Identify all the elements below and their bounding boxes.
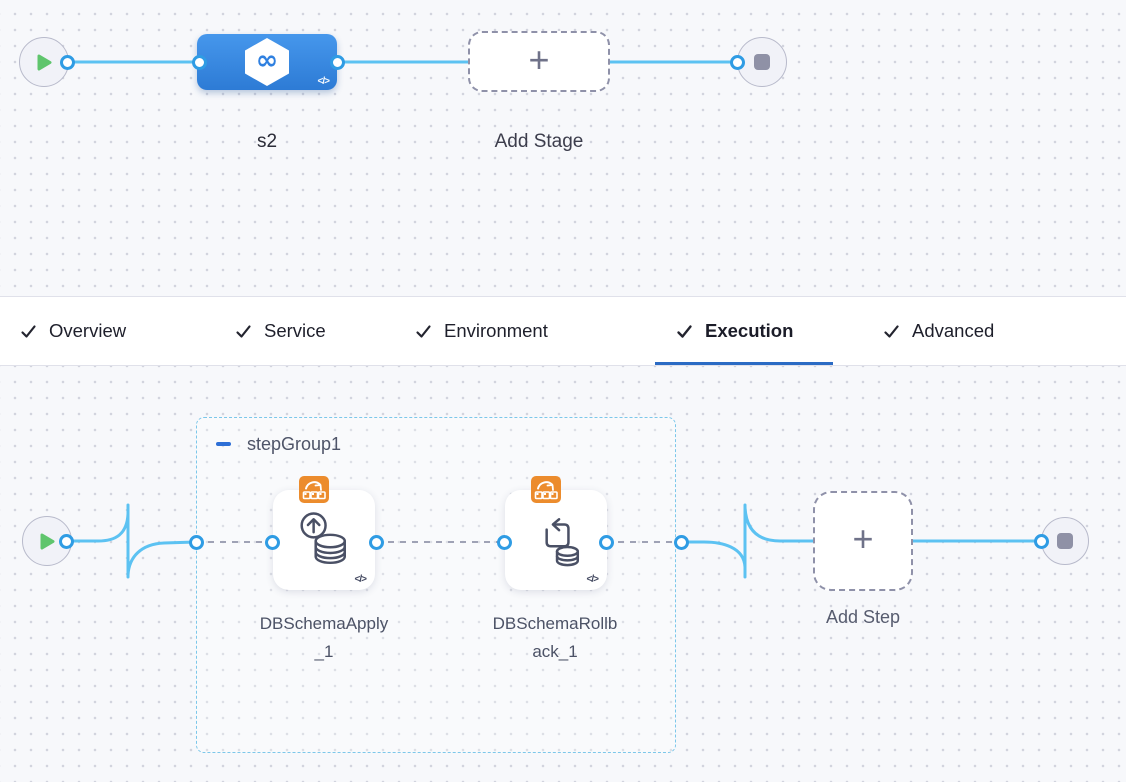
connector-port[interactable] [1033, 533, 1049, 549]
code-view-icon[interactable]: </> [586, 574, 600, 585]
play-icon [40, 533, 54, 549]
tab-execution[interactable]: Execution [676, 297, 793, 365]
connector-port[interactable] [329, 54, 345, 70]
tab-service[interactable]: Service [235, 297, 326, 365]
minus-icon [215, 442, 231, 446]
play-icon [37, 54, 51, 70]
tab-advanced[interactable]: Advanced [883, 297, 994, 365]
connector-port[interactable] [264, 534, 280, 550]
pipeline-end-node [737, 37, 787, 87]
check-icon [236, 324, 251, 338]
check-icon [884, 324, 899, 338]
db-schema-apply-icon [300, 512, 346, 565]
stop-icon [754, 54, 770, 70]
stage-node-s2[interactable]: ∞ </> [197, 34, 337, 90]
aws-badge-icon [531, 476, 561, 503]
active-tab-underline [655, 362, 833, 365]
config-tab-bar: Overview Service Environment Execution A… [0, 296, 1126, 366]
add-stage-label: Add Stage [494, 131, 584, 152]
connector-port[interactable] [673, 534, 689, 550]
tab-label: Overview [49, 320, 127, 341]
connector-port[interactable] [58, 533, 74, 549]
step-group-container[interactable] [196, 417, 676, 753]
step-node-dbschemarollback[interactable]: </> [505, 476, 607, 590]
connector-port[interactable] [368, 534, 384, 550]
tab-overview[interactable]: Overview [20, 297, 126, 365]
code-view-icon[interactable]: </> [354, 574, 368, 585]
execution-end-node [1041, 517, 1089, 565]
check-icon [21, 324, 36, 338]
connector-port[interactable] [496, 534, 512, 550]
connector-port[interactable] [59, 54, 75, 70]
step-group-name-label: stepGroup1 [247, 434, 342, 454]
plus-icon: + [852, 518, 874, 559]
check-icon [416, 324, 431, 338]
add-stage-button[interactable]: + [468, 31, 610, 92]
code-view-icon[interactable]: </> [317, 76, 331, 87]
db-schema-rollback-icon [545, 518, 580, 567]
connector-port[interactable] [188, 534, 204, 550]
tab-label: Execution [705, 320, 794, 341]
step-name-label: DBSchemaApply_1 [259, 614, 389, 661]
tab-environment[interactable]: Environment [415, 297, 548, 365]
harness-hexagon-icon: ∞ [245, 38, 289, 86]
step-node-dbschemaapply[interactable]: </> [273, 476, 375, 590]
infinity-icon: ∞ [255, 45, 279, 76]
tab-label: Service [264, 320, 326, 341]
step-name-label: DBSchemaRollback_1 [492, 614, 618, 661]
tab-label: Environment [444, 320, 548, 341]
plus-icon: + [528, 38, 550, 80]
collapse-step-group-button[interactable] [212, 435, 234, 453]
add-step-button[interactable]: + [813, 491, 913, 591]
add-step-label: Add Step [825, 607, 901, 627]
connector-port[interactable] [729, 54, 745, 70]
stage-name-label: s2 [256, 131, 278, 152]
aws-badge-icon [299, 476, 329, 503]
check-icon [677, 324, 692, 338]
connector-port[interactable] [598, 534, 614, 550]
stop-icon [1057, 533, 1073, 549]
tab-label: Advanced [912, 320, 995, 341]
connector-port[interactable] [191, 54, 207, 70]
